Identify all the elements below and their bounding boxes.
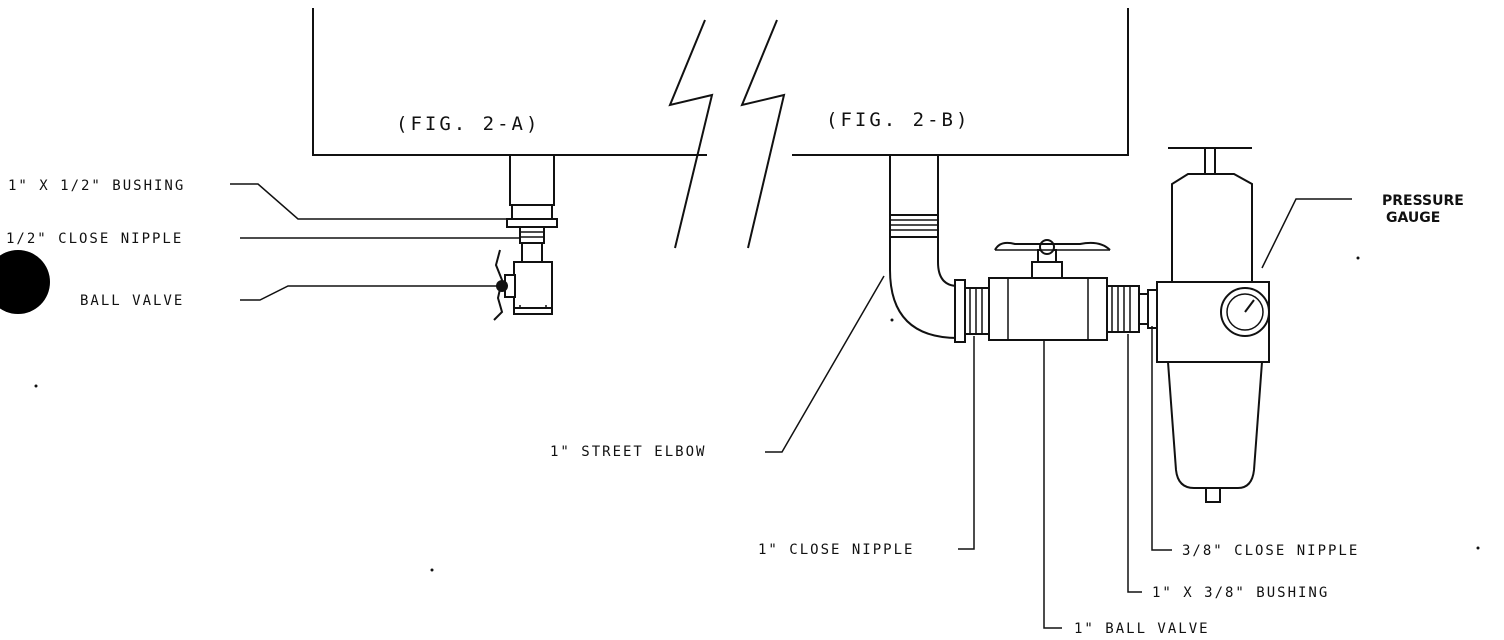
street-elbow bbox=[889, 237, 959, 340]
label-close-nipple-one: 1" CLOSE NIPPLE bbox=[758, 542, 914, 558]
break-line-right bbox=[740, 19, 786, 249]
fig-2b-assembly bbox=[889, 147, 1270, 503]
ball-valve-handle bbox=[994, 241, 1111, 251]
label-close-nipple-three-eighths: 3/8" CLOSE NIPPLE bbox=[1182, 543, 1359, 559]
ball-valve-small bbox=[513, 261, 553, 309]
fig-2a-label: (FIG. 2-A) bbox=[396, 113, 540, 135]
label-bushing-three-eighths: 1" X 3/8" BUSHING bbox=[1152, 585, 1329, 601]
label-ball-valve: BALL VALVE bbox=[80, 293, 184, 309]
label-street-elbow: 1" STREET ELBOW bbox=[550, 444, 706, 460]
hole-punch-mark bbox=[0, 250, 50, 314]
regulator-top bbox=[1171, 173, 1253, 283]
bushing-half bbox=[511, 204, 553, 220]
pipe-threads bbox=[889, 214, 939, 238]
label-gauge: GAUGE bbox=[1386, 210, 1440, 226]
fig-2a-assembly bbox=[493, 154, 558, 321]
ball-valve-one bbox=[988, 277, 1108, 341]
fig-2b-label: (FIG. 2-B) bbox=[826, 109, 970, 131]
label-bushing-half: 1" X 1/2" BUSHING bbox=[8, 178, 185, 194]
break-line-left bbox=[668, 19, 714, 249]
close-nipple-one bbox=[964, 287, 990, 335]
filter-bowl bbox=[1166, 361, 1264, 489]
label-close-nipple-half: 1/2" CLOSE NIPPLE bbox=[6, 231, 183, 247]
label-pressure: PRESSURE bbox=[1382, 193, 1464, 209]
close-nipple-half bbox=[519, 226, 545, 244]
label-ball-valve-one: 1" BALL VALVE bbox=[1074, 621, 1210, 637]
